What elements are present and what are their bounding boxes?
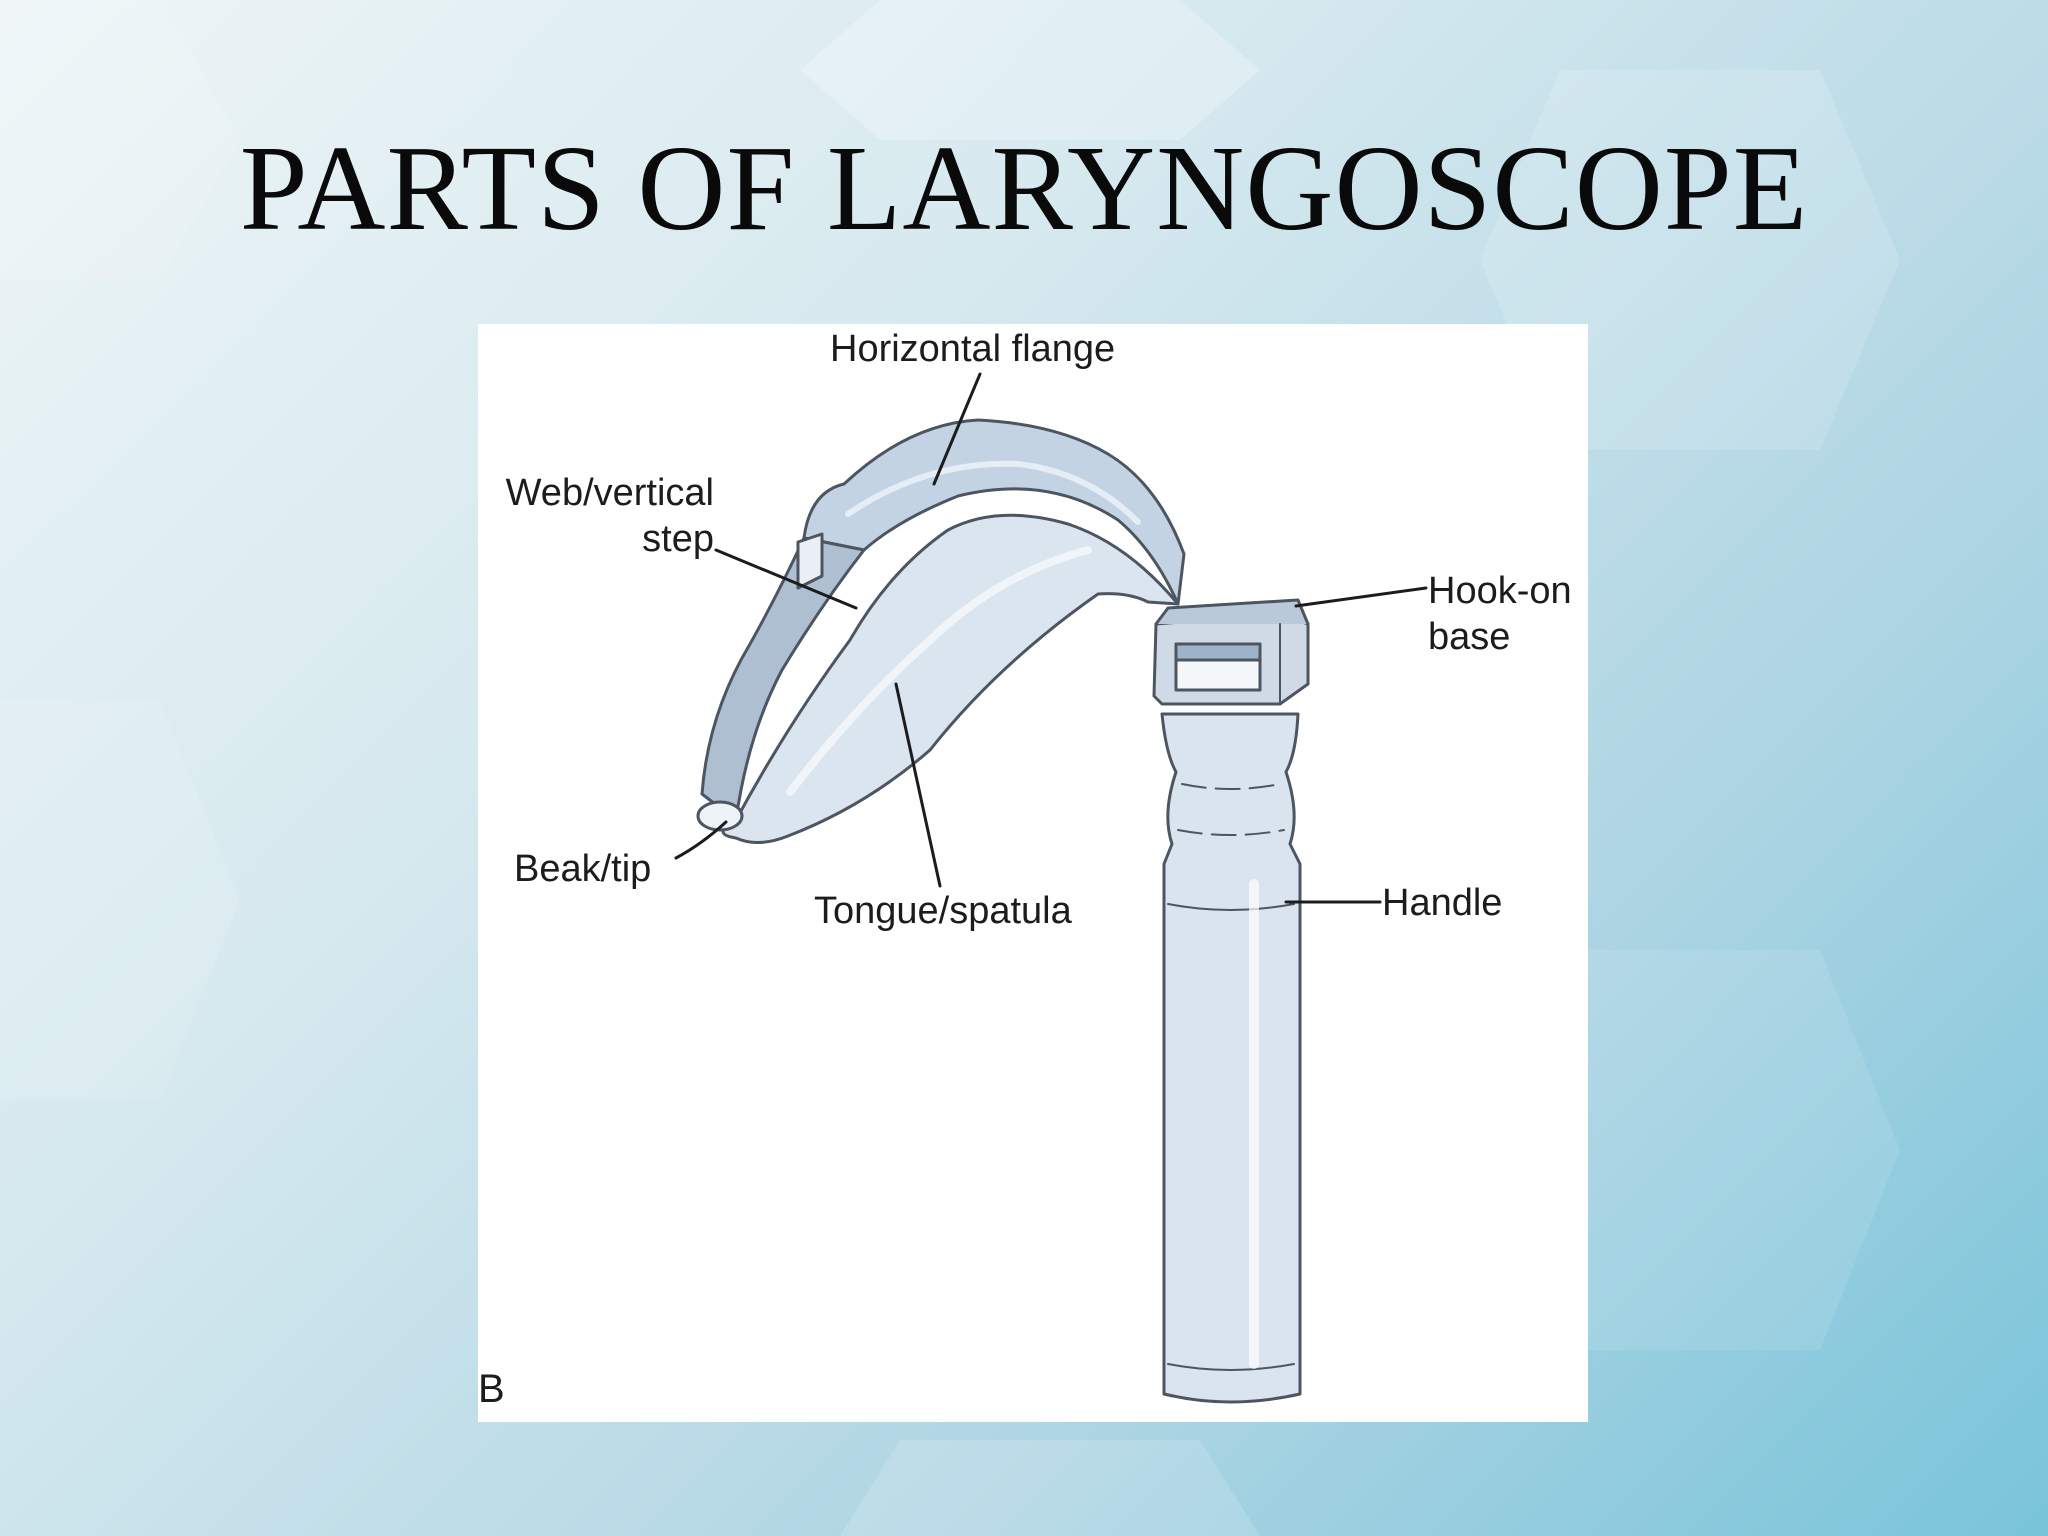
horizontal-flange-shape [802,418,1186,606]
leader-horizontal-flange [932,372,982,486]
label-beak-tip: Beak/tip [514,848,652,890]
label-web-vertical-step: Web/vertical step [505,472,714,560]
leader-hook-on-base [1294,586,1428,608]
label-handle: Handle [1382,882,1503,924]
laryngoscope-figure: Horizontal flange Web/vertical step Hook… [478,324,1588,1422]
leader-web-step [714,548,858,610]
panel-letter: B [478,1367,505,1411]
laryngoscope-illustration [674,372,1428,1404]
label-tongue-spatula: Tongue/spatula [814,890,1072,932]
leader-beak-tip [674,820,728,860]
slide-title: PARTS OF LARYNGOSCOPE [239,121,1809,256]
blade-spatula-shape [721,513,1180,844]
web-vertical-step-shape [700,536,866,822]
label-horizontal-flange: Horizontal flange [830,328,1116,370]
leader-tongue-spatula [894,682,942,888]
beak-tip-shape [696,800,744,832]
label-hook-on-base: Hook-on base [1428,570,1572,658]
handle-shape [1160,712,1302,1404]
